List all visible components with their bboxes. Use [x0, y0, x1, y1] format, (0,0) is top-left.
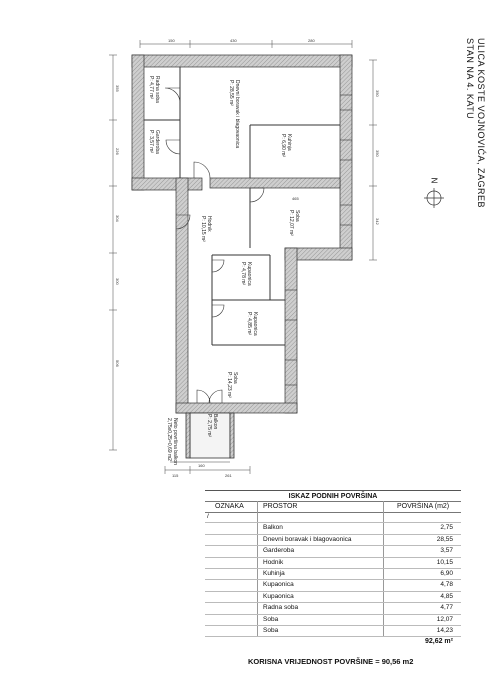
- table-row: Kupaonica 4,85: [205, 592, 461, 604]
- dim-left-5: 506: [115, 360, 120, 367]
- dim-left-4: 300: [115, 278, 120, 285]
- table-rows: / Balkon 2,75 Dnevni boravak i blagovaoni…: [205, 512, 461, 638]
- room-name: Soba: [294, 210, 300, 222]
- row-povrsina: 10,15: [436, 558, 453, 566]
- table-row: Kupaonica 4,78: [205, 580, 461, 592]
- room-name: Balkon: [212, 414, 218, 430]
- row-povrsina: 28,55: [436, 535, 453, 543]
- dim-right-3: 342: [375, 218, 380, 225]
- room-area: P: 6,90 m²: [280, 134, 286, 158]
- row-prostor: Soba: [263, 615, 279, 623]
- interior-walls: [144, 67, 340, 346]
- row-povrsina: 12,07: [436, 615, 453, 623]
- room-name: Radna soba: [154, 76, 160, 103]
- dim-bottom-3: 160: [198, 463, 205, 468]
- balkon-note: Neto površina balkon 2,75x0,25=0,69 m2: [166, 418, 178, 465]
- table-row: /: [205, 512, 461, 524]
- north-label: N: [429, 177, 439, 184]
- room-area: P: 4,85 m²: [246, 312, 252, 336]
- table-header: OZNAKA PROSTOR POVRŠINA (m2): [205, 501, 461, 513]
- row-povrsina: 2,75: [440, 524, 453, 532]
- table-row: Garderoba 3,57: [205, 546, 461, 558]
- col-oznaka: OZNAKA: [215, 503, 244, 510]
- row-prostor: Kuhinja: [263, 569, 285, 577]
- table-row: Hodnik 10,15: [205, 558, 461, 569]
- row-povrsina: 4,77: [440, 604, 453, 612]
- room-area: P: 14,23 m²: [226, 372, 232, 398]
- row-povrsina: 6,90: [440, 569, 453, 577]
- row-povrsina: 4,85: [440, 592, 453, 600]
- row-prostor: Radna soba: [263, 604, 299, 612]
- plan-title: ULICA KOSTE VOJNOVIĆA, ZAGREB STAN NA 4.…: [464, 38, 486, 208]
- room-name: Garderoba: [154, 130, 160, 154]
- dim-mid-1: 465: [292, 196, 299, 201]
- korisna-vrijednost: KORISNA VRIJEDNOST POVRŠINE = 90,56 m2: [248, 657, 414, 666]
- dim-bottom-1: 115: [172, 473, 179, 478]
- room-name: Kupaonica: [252, 312, 258, 336]
- room-kupaonica-2: Kupaonica P: 4,85 m²: [246, 312, 258, 336]
- dimension-lines: [109, 40, 377, 474]
- north-arrow-icon: [424, 188, 444, 208]
- title-line-1: ULICA KOSTE VOJNOVIĆA, ZAGREB: [476, 38, 486, 209]
- room-radna-soba: Radna soba P: 4,77 m²: [148, 76, 160, 103]
- row-prostor: Dnevni boravak i blagovaonica: [263, 535, 352, 543]
- title-line-2: STAN NA 4. KATU: [465, 38, 475, 120]
- row-prostor: Soba: [263, 626, 279, 634]
- row-prostor: Hodnik: [263, 558, 284, 566]
- dim-left-1: 355: [115, 85, 120, 92]
- dim-right-2: 350: [375, 150, 380, 157]
- table-row: Radna soba 4,77: [205, 603, 461, 615]
- room-name: Kupaonica: [246, 262, 252, 286]
- room-area: P: 4,77 m²: [148, 76, 154, 100]
- table-row: Soba 12,07: [205, 615, 461, 626]
- row-mark: /: [207, 513, 209, 520]
- room-name: Hodnik: [206, 216, 212, 232]
- dim-top-1: 150: [168, 38, 175, 43]
- room-name: Kuhinja: [286, 134, 292, 151]
- row-povrsina: 3,57: [440, 547, 453, 555]
- room-dnevni-boravak: Dnevni boravak i blagovaonica P: 28,55 m…: [228, 80, 240, 148]
- table-row: Dnevni boravak i blagovaonica 28,55: [205, 535, 461, 547]
- walls: [131, 54, 353, 414]
- floor-plan: [109, 40, 444, 474]
- balkon-note-line1: Neto površina balkon: [172, 418, 178, 465]
- room-name: Dnevni boravak i blagovaonica: [234, 80, 240, 149]
- balcony: [185, 412, 235, 459]
- room-area: P: 12,07 m²: [288, 210, 294, 236]
- row-prostor: Kupaonica: [263, 581, 294, 589]
- room-kupaonica-1: Kupaonica P: 4,78 m²: [240, 262, 252, 286]
- col-povrsina: POVRŠINA (m2): [397, 503, 450, 510]
- table-row: Balkon 2,75: [205, 523, 461, 535]
- room-hodnik: Hodnik P: 10,15 m²: [200, 216, 212, 242]
- room-balkon: Balkon P: 2,75 m²: [206, 414, 218, 437]
- room-soba-1: Soba P: 12,07 m²: [288, 210, 300, 236]
- room-garderoba: Garderoba P: 3,57 m²: [148, 130, 160, 154]
- row-prostor: Garderoba: [263, 547, 295, 555]
- table-total: 92,62 m²: [424, 638, 453, 645]
- windows: [285, 94, 352, 386]
- row-povrsina: 4,78: [440, 581, 453, 589]
- dim-left-3: 304: [115, 215, 120, 222]
- dim-left-2: 226: [115, 148, 120, 155]
- table-title: ISKAZ PODNIH POVRŠINA: [205, 490, 461, 502]
- room-area: P: 4,78 m²: [240, 262, 246, 286]
- doors: [164, 87, 265, 404]
- row-prostor: Balkon: [263, 524, 283, 532]
- room-name: Soba: [232, 372, 238, 384]
- table-row: Kuhinja 6,90: [205, 569, 461, 581]
- room-area: P: 3,57 m²: [148, 130, 154, 154]
- room-kuhinja: Kuhinja P: 6,90 m²: [280, 134, 292, 157]
- room-area: P: 2,75 m²: [206, 414, 212, 438]
- room-soba-2: Soba P: 14,23 m²: [226, 372, 238, 398]
- dim-bottom-2: 261: [225, 473, 232, 478]
- room-area: P: 10,15 m²: [200, 216, 206, 242]
- balkon-note-line2: 2,75x0,25=0,69 m2: [166, 418, 172, 461]
- dim-right-1: 350: [375, 90, 380, 97]
- row-povrsina: 14,23: [436, 626, 453, 634]
- table-row: Soba 14,23: [205, 626, 461, 638]
- col-prostor: PROSTOR: [263, 503, 298, 510]
- row-prostor: Kupaonica: [263, 592, 294, 600]
- dim-top-3: 280: [308, 38, 315, 43]
- dim-top-2: 430: [230, 38, 237, 43]
